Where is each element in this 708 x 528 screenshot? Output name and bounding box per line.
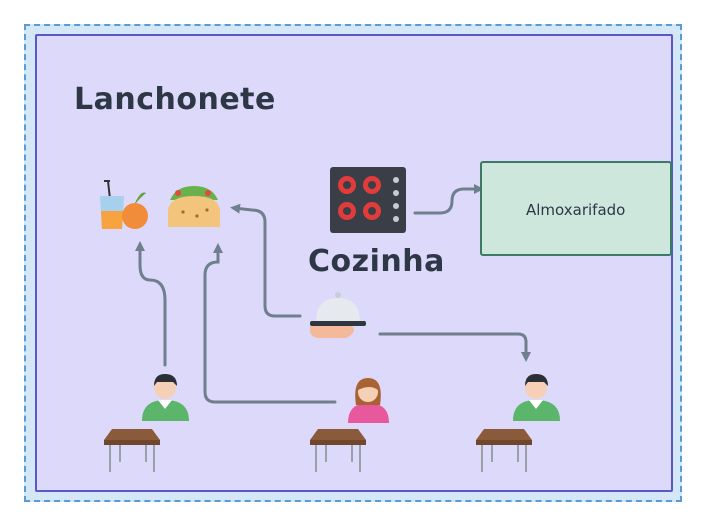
arrow-tray-to-taco bbox=[230, 203, 302, 318]
kitchen-label: Cozinha bbox=[308, 244, 445, 279]
arrow-woman-to-taco bbox=[203, 243, 337, 404]
storage-box: Almoxarifado bbox=[480, 161, 672, 256]
arrow-stove-to-storage bbox=[413, 184, 484, 215]
juice-icon bbox=[100, 180, 124, 229]
table-icon bbox=[476, 429, 532, 472]
table-icon bbox=[310, 429, 366, 472]
man-icon bbox=[142, 374, 189, 421]
arrow-left-customer-to-snack bbox=[135, 241, 167, 367]
man-icon bbox=[513, 374, 560, 421]
arrow-tray-to-right-customer bbox=[378, 332, 531, 362]
woman-icon bbox=[348, 378, 389, 423]
stove-icon bbox=[330, 167, 406, 233]
taco-icon bbox=[168, 186, 220, 227]
table-icon bbox=[104, 429, 160, 472]
diagram-title: Lanchonete bbox=[74, 82, 276, 117]
storage-label: Almoxarifado bbox=[526, 201, 626, 219]
orange-icon bbox=[122, 192, 148, 229]
serving-tray-icon bbox=[310, 292, 366, 338]
